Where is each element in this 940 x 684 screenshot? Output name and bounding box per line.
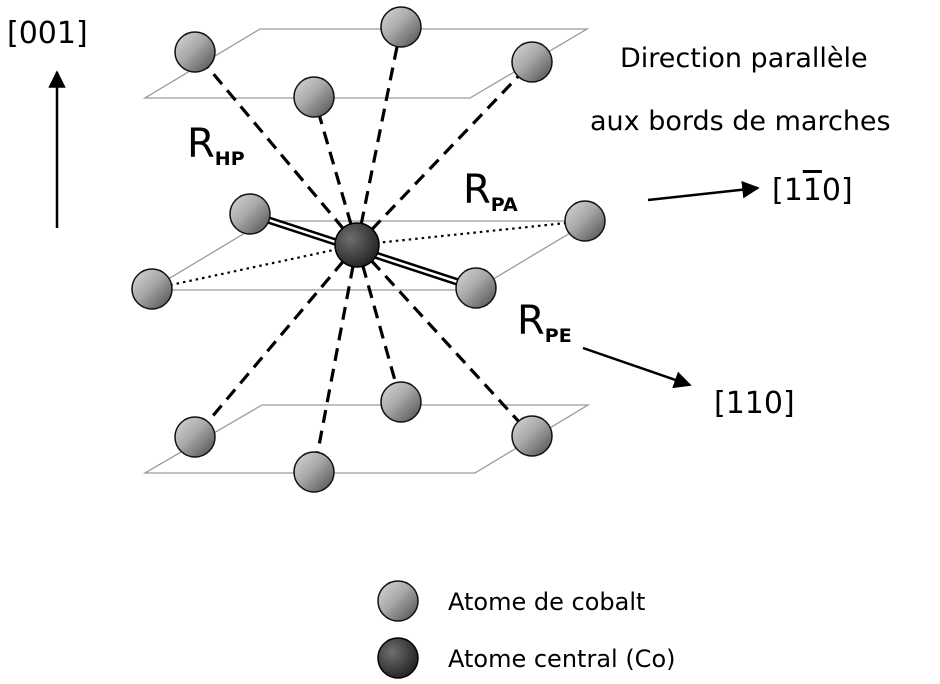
legend-central-swatch bbox=[377, 637, 419, 679]
r-hp-label: RHP bbox=[187, 121, 245, 170]
cobalt-atom bbox=[511, 415, 553, 457]
hp-bonds bbox=[193, 26, 534, 473]
direction-annotation-line1: Direction parallèle bbox=[620, 43, 868, 74]
legend-cobalt-label: Atome de cobalt bbox=[448, 588, 645, 616]
direction-annotation-line2: aux bords de marches bbox=[590, 106, 891, 137]
cobalt-atom bbox=[380, 381, 422, 423]
r-hp-main: R bbox=[187, 121, 215, 167]
axis-1-10-prefix: [1 bbox=[772, 173, 803, 208]
legend-cobalt-swatch bbox=[377, 580, 419, 622]
legend-central-label: Atome central (Co) bbox=[448, 645, 675, 673]
axis-1-10-label: [110] bbox=[772, 173, 853, 208]
r-hp-sub: HP bbox=[215, 148, 245, 170]
cobalt-atom bbox=[380, 6, 422, 48]
cobalt-atom bbox=[564, 200, 606, 242]
r-pe-sub: PE bbox=[545, 325, 572, 347]
cobalt-atom bbox=[229, 193, 271, 235]
cobalt-atom bbox=[455, 267, 497, 309]
cobalt-atom bbox=[293, 76, 335, 118]
bottom-plane-atoms bbox=[174, 381, 553, 493]
cobalt-atom bbox=[511, 41, 553, 83]
axis-110-label: [110] bbox=[714, 386, 795, 421]
legend: Atome de cobalt Atome central (Co) bbox=[377, 580, 675, 679]
pa-bonds bbox=[151, 219, 586, 291]
r-pa-label: RPA bbox=[463, 167, 518, 216]
cobalt-atom bbox=[293, 451, 335, 493]
top-plane bbox=[142, 28, 590, 99]
r-pe-label: RPE bbox=[517, 298, 572, 347]
central-atom bbox=[334, 222, 380, 268]
middle-plane-atoms bbox=[131, 193, 606, 310]
axis-001-label: [001] bbox=[7, 16, 88, 51]
cobalt-atom bbox=[174, 416, 216, 458]
top-plane-atoms bbox=[174, 6, 553, 118]
r-pa-main: R bbox=[463, 167, 491, 213]
cobalt-atom bbox=[174, 31, 216, 73]
axis-1-10-arrow bbox=[647, 181, 760, 202]
cobalt-atom bbox=[131, 268, 173, 310]
axis-110-arrow bbox=[582, 346, 692, 389]
r-pa-sub: PA bbox=[491, 194, 518, 216]
r-pe-main: R bbox=[517, 298, 545, 344]
axis-1-10-suffix: 0] bbox=[822, 173, 853, 208]
axis-1-10-overbar-digit: 1 bbox=[803, 173, 822, 208]
